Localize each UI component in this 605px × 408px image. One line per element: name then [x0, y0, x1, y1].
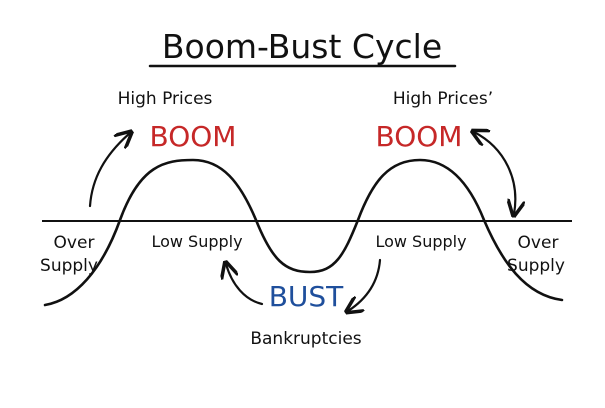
diagram-title: Boom-Bust Cycle	[162, 27, 442, 66]
low-supply-right-label: Low Supply	[375, 232, 466, 251]
boom-left-label: BOOM	[150, 120, 237, 153]
low-supply-left-label: Low Supply	[151, 232, 242, 251]
boom-right-label: BOOM	[376, 120, 463, 153]
bust-label: BUST	[269, 280, 344, 313]
bankruptcies-label: Bankruptcies	[250, 329, 361, 349]
over-supply-left-line1: Over	[54, 233, 95, 253]
high-prices-right-label: High Prices’	[393, 89, 493, 109]
over-supply-right-line2: Supply	[507, 256, 565, 276]
over-supply-right-line1: Over	[518, 233, 559, 253]
arrow-bust-to-lowsupply	[226, 264, 264, 306]
over-supply-left-line2: Supply	[40, 256, 98, 276]
high-prices-left-label: High Prices	[118, 89, 213, 109]
arrow-lowsupply-to-bust	[348, 258, 382, 311]
arrow-over-to-boom-left	[88, 133, 130, 208]
arrow-boom-right-double	[474, 132, 515, 214]
